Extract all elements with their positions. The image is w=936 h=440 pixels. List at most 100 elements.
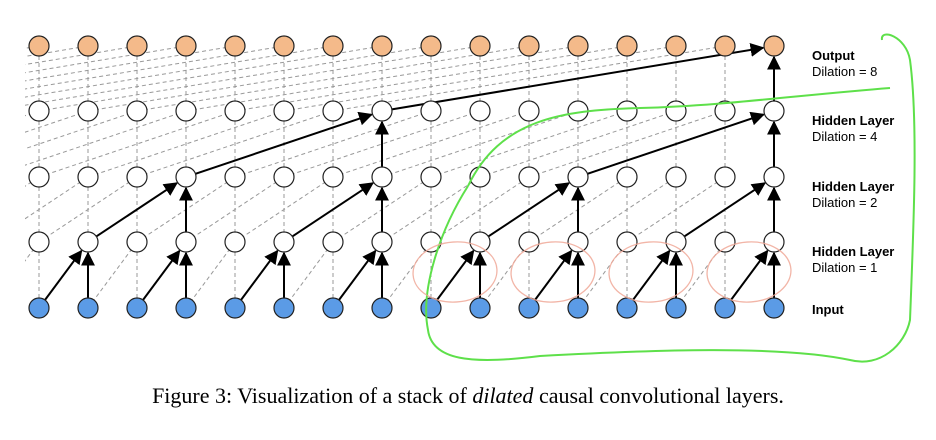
dashed-connection (381, 176, 481, 243)
hidden-node-d2 (28, 166, 50, 188)
input-node (518, 297, 540, 319)
input-node (77, 297, 99, 319)
hidden-node-d4 (175, 100, 197, 122)
hidden-node-d1 (273, 231, 295, 253)
output-node (224, 35, 246, 57)
output-node (567, 35, 589, 57)
dashed-connection (25, 176, 89, 220)
hidden-node-d2 (420, 166, 442, 188)
output-node (469, 35, 491, 57)
hidden-node-d1 (28, 231, 50, 253)
hidden-node-d4 (714, 100, 736, 122)
dashed-connection (25, 45, 383, 106)
active-connection-arrow (291, 182, 374, 238)
output-node (77, 35, 99, 57)
active-connection-arrow (683, 182, 766, 238)
label-input: Input (812, 302, 844, 317)
active-connection-arrow (587, 111, 765, 175)
input-node (469, 297, 491, 319)
hidden-node-d4 (273, 100, 295, 122)
input-node (28, 297, 50, 319)
dashed-connection (25, 110, 89, 133)
dashed-connection (25, 45, 89, 57)
dashed-connection (25, 45, 236, 82)
hidden-node-d4 (469, 100, 491, 122)
input-node (714, 297, 736, 319)
dashed-connection (25, 110, 40, 117)
hidden-node-d4 (28, 100, 50, 122)
hidden-node-d1 (665, 231, 687, 253)
hidden-node-d2 (273, 166, 295, 188)
input-node (616, 297, 638, 319)
dashed-connection (332, 45, 726, 112)
output-node (420, 35, 442, 57)
hidden-node-d1 (469, 231, 491, 253)
hidden-node-d1 (224, 231, 246, 253)
dashed-connection (577, 176, 677, 243)
hidden-node-d4 (518, 100, 540, 122)
hidden-node-d2 (224, 166, 246, 188)
hidden-node-d4 (665, 100, 687, 122)
hidden-node-d4 (77, 100, 99, 122)
input-node (322, 297, 344, 319)
active-connection-arrow (632, 249, 671, 301)
active-connection-arrow (338, 249, 377, 301)
hidden-node-d4 (371, 100, 393, 122)
hidden-node-d2 (763, 166, 785, 188)
active-connection-arrow (142, 249, 181, 301)
dashed-connection (185, 241, 236, 309)
hidden-node-d2 (77, 166, 99, 188)
hidden-node-d4 (126, 100, 148, 122)
active-connection-arrow (240, 249, 279, 301)
dashed-connection (25, 45, 334, 98)
output-node (175, 35, 197, 57)
hidden-node-d2 (714, 166, 736, 188)
dashed-connection (234, 45, 628, 112)
hidden-node-d2 (665, 166, 687, 188)
red-annotation-circle (706, 241, 792, 303)
dashed-connection (25, 45, 138, 66)
hidden-node-d1 (371, 231, 393, 253)
dashed-connection (38, 45, 432, 112)
output-node (126, 35, 148, 57)
dashed-connection (87, 45, 481, 112)
hidden-node-d1 (714, 231, 736, 253)
dashed-connection (136, 45, 530, 112)
input-node (420, 297, 442, 319)
dashed-connection (185, 176, 285, 243)
active-connection-arrow (730, 249, 769, 301)
output-node (665, 35, 687, 57)
dashed-connection (381, 241, 432, 309)
dashed-connection (25, 110, 187, 166)
active-connection-arrow (44, 249, 83, 301)
hidden-node-d1 (126, 231, 148, 253)
output-node (371, 35, 393, 57)
input-node (273, 297, 295, 319)
green-annotation-stroke (425, 33, 916, 363)
dashed-connection (25, 45, 285, 90)
active-connection-arrow (534, 249, 573, 301)
hidden-node-d2 (126, 166, 148, 188)
hidden-node-d4 (763, 100, 785, 122)
hidden-node-d4 (420, 100, 442, 122)
dashed-connection (626, 176, 726, 243)
output-node (518, 35, 540, 57)
output-node (322, 35, 344, 57)
dashed-connection (185, 45, 579, 112)
input-node (126, 297, 148, 319)
dashed-connection (25, 241, 40, 262)
hidden-node-d1 (77, 231, 99, 253)
dashed-connection (25, 45, 187, 74)
input-node (567, 297, 589, 319)
dashed-connection (87, 241, 138, 309)
hidden-node-d4 (224, 100, 246, 122)
active-connection-arrow (391, 42, 765, 111)
dashed-connection (38, 176, 138, 243)
input-node (763, 297, 785, 319)
output-node (714, 35, 736, 57)
figure-caption: Figure 3: Visualization of a stack of di… (152, 383, 784, 408)
hidden-node-d1 (175, 231, 197, 253)
